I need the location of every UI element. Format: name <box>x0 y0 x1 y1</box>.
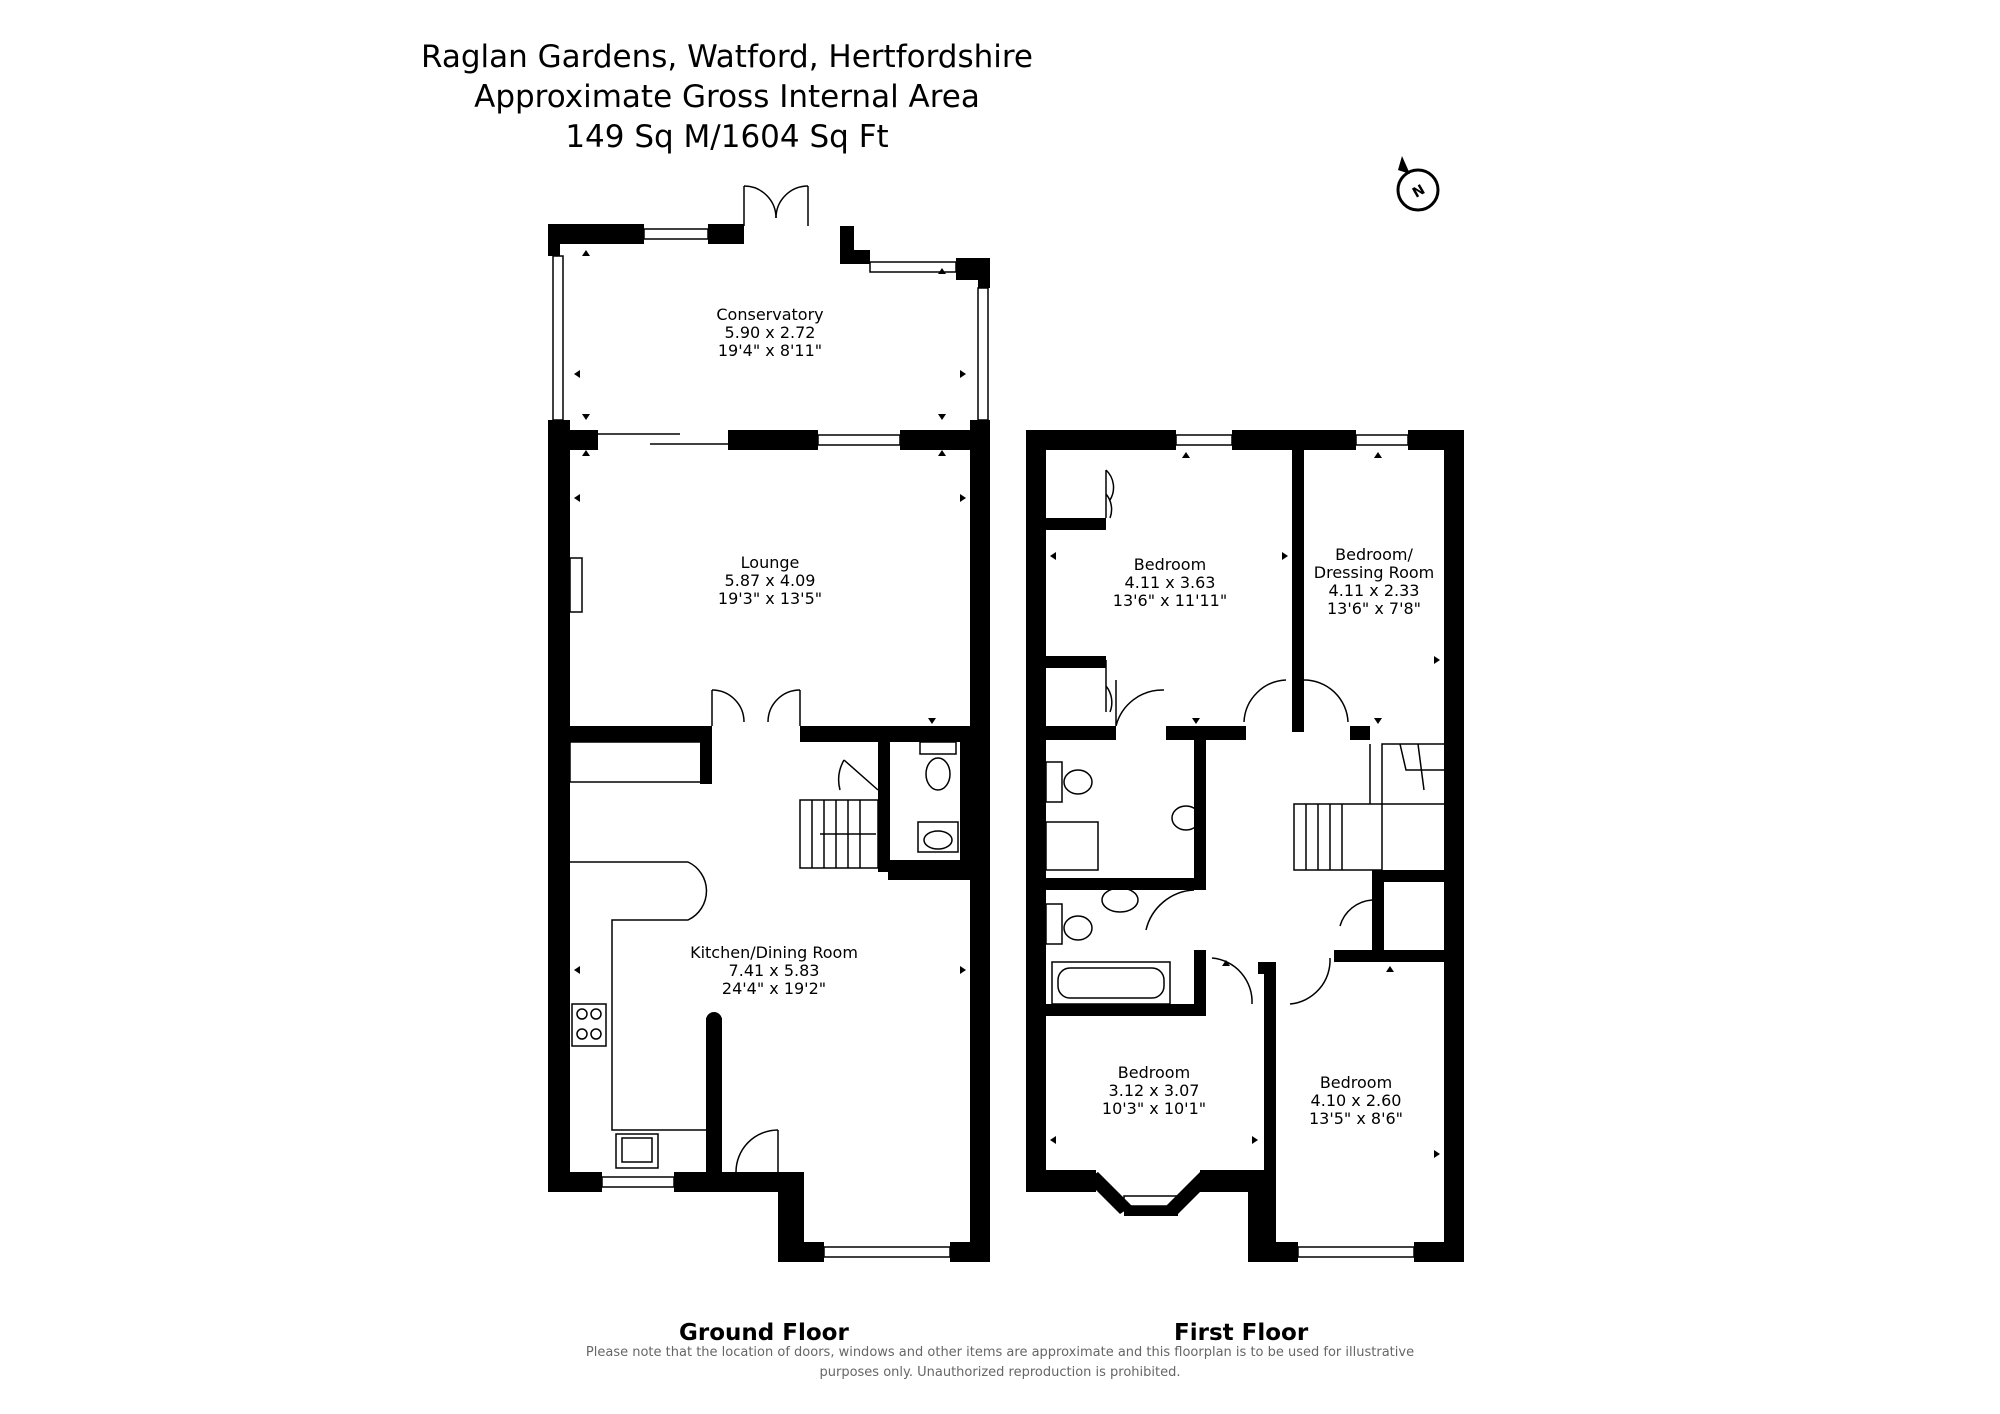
wall <box>1342 430 1356 450</box>
wall <box>708 224 744 244</box>
room-imperial: 13'6" x 11'11" <box>1112 591 1228 610</box>
room-name: Bedroom <box>1319 1073 1393 1092</box>
wall <box>1026 430 1176 450</box>
wall <box>1258 962 1276 974</box>
wall <box>706 1018 722 1172</box>
room-metric: 5.87 x 4.09 <box>724 571 816 590</box>
room-imperial: 13'5" x 8'6" <box>1308 1109 1404 1128</box>
room-name: Lounge <box>740 553 800 572</box>
wall <box>778 1242 824 1262</box>
wall <box>1046 1170 1096 1192</box>
title-address: Raglan Gardens, Watford, Hertfordshire <box>421 39 1033 75</box>
wall <box>1414 1242 1464 1262</box>
room-imperial: 19'4" x 8'11" <box>717 341 823 360</box>
wall <box>1372 870 1444 882</box>
wall <box>840 226 854 250</box>
room-metric: 3.12 x 3.07 <box>1108 1081 1200 1100</box>
title-area-label: Approximate Gross Internal Area <box>474 79 980 115</box>
wall <box>1194 950 1206 1010</box>
room-label-kitchen-dining: Kitchen/Dining Room 7.41 x 5.83 24'4" x … <box>690 944 858 998</box>
wall <box>900 430 990 450</box>
room-label-lounge: Lounge 5.87 x 4.09 19'3" x 13'5" <box>718 554 822 608</box>
title-area-value: 149 Sq M/1604 Sq Ft <box>565 119 889 155</box>
wall <box>960 742 972 862</box>
wall <box>1292 450 1304 732</box>
disclaimer-line-2: purposes only. Unauthorized reproduction… <box>819 1365 1181 1380</box>
wall <box>1334 950 1444 962</box>
wall <box>840 250 870 264</box>
wall <box>1046 656 1106 668</box>
room-label-conservatory: Conservatory 5.90 x 2.72 19'4" x 8'11" <box>716 306 823 360</box>
room-metric: 4.11 x 3.63 <box>1124 573 1216 592</box>
wall <box>1046 518 1106 530</box>
wall <box>548 224 644 244</box>
wall <box>1046 878 1206 890</box>
room-label-bedroom-dressing: Bedroom/ Dressing Room 4.11 x 2.33 13'6"… <box>1314 546 1434 618</box>
first-floor-label: First Floor <box>1174 1320 1309 1346</box>
wall <box>1350 726 1370 740</box>
room-name: Conservatory <box>716 305 824 324</box>
room-imperial: 10'3" x 10'1" <box>1101 1099 1207 1118</box>
wall <box>878 742 890 872</box>
wall <box>1232 430 1342 450</box>
wall <box>950 1242 990 1262</box>
room-label-bedroom-3: Bedroom 3.12 x 3.07 10'3" x 10'1" <box>1102 1064 1206 1118</box>
wall <box>548 420 570 1190</box>
room-imperial: 24'4" x 19'2" <box>721 979 827 998</box>
wall <box>1166 726 1246 740</box>
room-name: Bedroom <box>1133 555 1207 574</box>
wall <box>1026 430 1046 1192</box>
ground-floor-label: Ground Floor <box>679 1320 849 1346</box>
wall <box>1444 430 1464 1262</box>
wall <box>1046 1004 1206 1016</box>
room-metric: 7.41 x 5.83 <box>728 961 820 980</box>
wall <box>674 1172 778 1192</box>
compass-icon: N <box>1396 156 1440 212</box>
wall <box>728 430 818 450</box>
wall <box>1264 962 1276 1012</box>
room-name-2: Dressing Room <box>1313 563 1435 582</box>
room-imperial: 13'6" x 7'8" <box>1326 599 1422 618</box>
wall <box>978 258 990 288</box>
wall <box>700 742 712 784</box>
room-name: Bedroom/ <box>1335 545 1413 564</box>
room-metric: 4.10 x 2.60 <box>1310 1091 1402 1110</box>
room-metric: 4.11 x 2.33 <box>1328 581 1420 600</box>
room-imperial: 19'3" x 13'5" <box>717 589 823 608</box>
disclaimer-line-1: Please note that the location of doors, … <box>585 1345 1415 1360</box>
wall <box>548 1172 602 1192</box>
room-name: Bedroom <box>1117 1063 1191 1082</box>
room-metric: 5.90 x 2.72 <box>724 323 816 342</box>
wall <box>1372 870 1384 960</box>
wall <box>970 420 990 1262</box>
room-label-bedroom-1: Bedroom 4.11 x 3.63 13'6" x 11'11" <box>1113 556 1227 610</box>
wall <box>1248 1242 1298 1262</box>
wall <box>1046 726 1116 740</box>
room-label-bedroom-4: Bedroom 4.10 x 2.60 13'5" x 8'6" <box>1309 1074 1403 1128</box>
wall <box>548 726 712 742</box>
room-name: Kitchen/Dining Room <box>690 943 858 962</box>
disclaimer: Please note that the location of doors, … <box>540 1343 1460 1383</box>
wall <box>800 726 990 742</box>
wall <box>548 224 560 256</box>
wall <box>888 860 990 880</box>
